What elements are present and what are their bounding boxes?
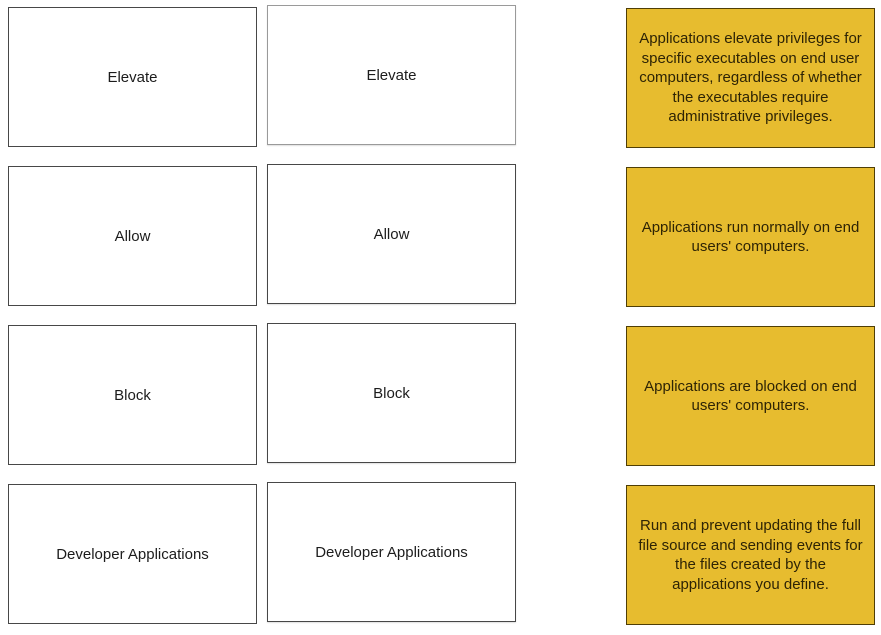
answer-card-block[interactable]: Block	[267, 323, 516, 463]
source-card-allow[interactable]: Allow	[8, 166, 257, 306]
descriptions-column: Applications elevate privileges for spec…	[626, 8, 875, 625]
description-card-elevate: Applications elevate privileges for spec…	[626, 8, 875, 148]
description-card-block: Applications are blocked on end users' c…	[626, 326, 875, 466]
description-card-developer-applications: Run and prevent updating the full file s…	[626, 485, 875, 625]
answer-card-developer-applications[interactable]: Developer Applications	[267, 482, 516, 622]
source-values-column: Elevate Allow Block Developer Applicatio…	[8, 7, 257, 624]
answer-card-allow[interactable]: Allow	[267, 164, 516, 304]
source-card-elevate[interactable]: Elevate	[8, 7, 257, 147]
source-card-block[interactable]: Block	[8, 325, 257, 465]
answer-card-elevate[interactable]: Elevate	[267, 5, 516, 145]
source-card-developer-applications[interactable]: Developer Applications	[8, 484, 257, 624]
description-card-allow: Applications run normally on end users' …	[626, 167, 875, 307]
answer-targets-column: Elevate Allow Block Developer Applicatio…	[267, 5, 516, 622]
